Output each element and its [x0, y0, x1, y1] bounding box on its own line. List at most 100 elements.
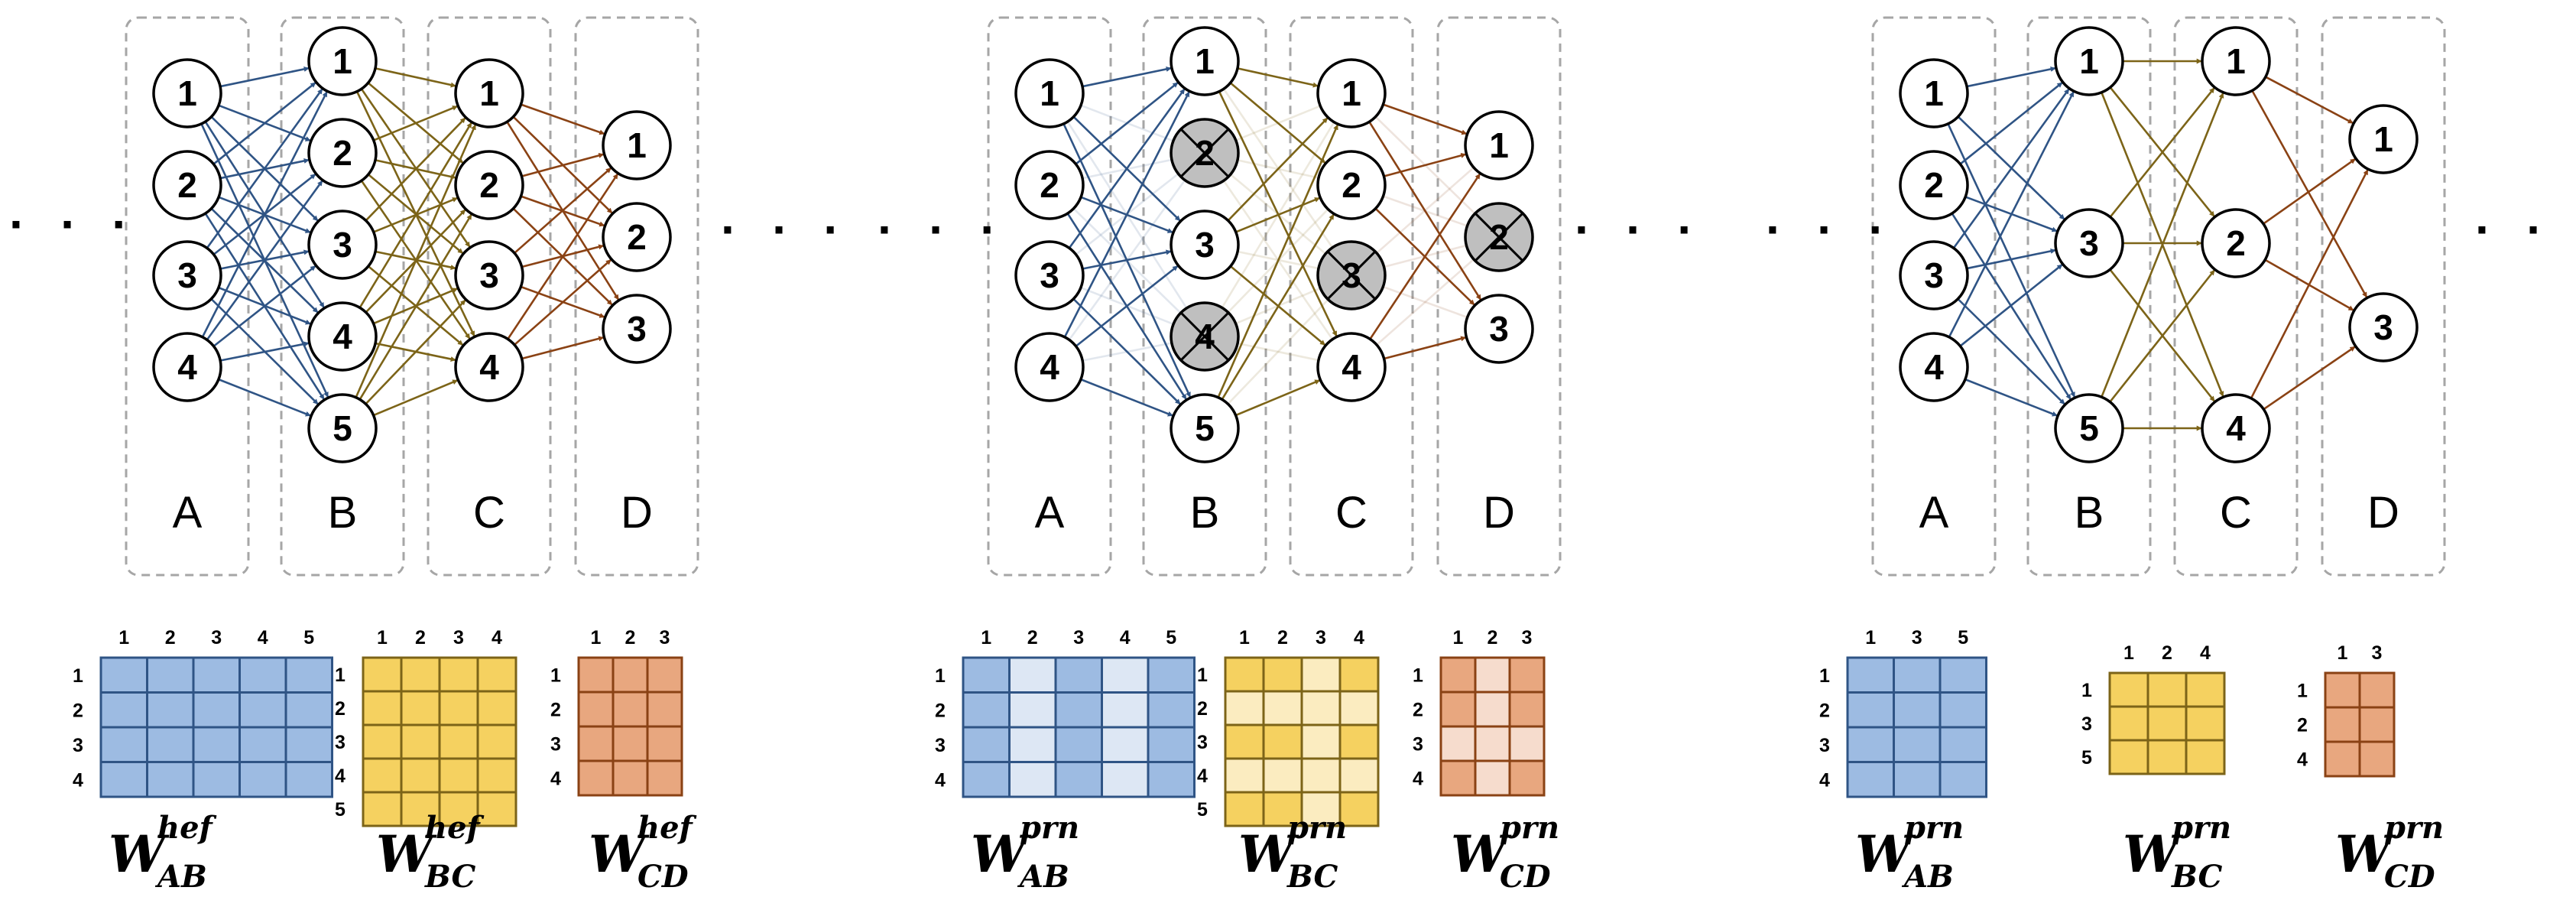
- matrix-label-sup: hef: [425, 810, 485, 846]
- matrix-col-label: 1: [377, 627, 388, 648]
- matrix-cell: [1147, 656, 1196, 694]
- matrix-label-sup: prn: [2172, 810, 2231, 846]
- matrix-cell: [99, 726, 148, 763]
- matrix-row-label: 3: [335, 732, 346, 753]
- matrix-cell: [2108, 739, 2149, 775]
- matrix-cell: [1300, 723, 1342, 760]
- matrix-cell: [612, 691, 649, 728]
- edge-cd: [1383, 195, 1467, 227]
- matrix-row-label: 5: [2081, 747, 2092, 769]
- edge-ab: [206, 88, 323, 249]
- layer-label-b: B: [2075, 488, 2104, 538]
- edge-bc: [1235, 379, 1321, 417]
- ellipsis: · · ·: [878, 202, 1007, 257]
- edge-ab: [219, 66, 310, 88]
- edge-bc: [1237, 342, 1319, 362]
- matrix-row-label: 3: [1197, 732, 1208, 753]
- edge-ab: [213, 82, 316, 165]
- matrix-cell: [1846, 691, 1895, 729]
- matrix-cell: [1474, 725, 1511, 762]
- node-d1: [2348, 104, 2419, 174]
- edge-ab: [1964, 378, 2058, 417]
- matrix-label-sup: prn: [1500, 810, 1559, 846]
- matrix-cell: [1262, 656, 1303, 693]
- node-c4-label: 4: [1342, 347, 1361, 387]
- edge-ab: [1068, 180, 1186, 341]
- layer-label-a: A: [173, 488, 203, 538]
- matrix-cell: [2185, 705, 2226, 742]
- edge-ab: [213, 265, 316, 347]
- ellipsis: · · ·: [721, 202, 851, 257]
- matrix-cell: [1846, 656, 1895, 694]
- matrix-label: W: [589, 824, 650, 884]
- matrix-cell: [362, 690, 403, 726]
- edge-cd: [521, 336, 605, 360]
- edge-bc: [375, 67, 456, 88]
- matrix-cell: [1439, 725, 1477, 762]
- edge-bc: [1218, 91, 1338, 337]
- node-c2-label: 2: [479, 165, 499, 205]
- matrix-cell: [99, 691, 148, 729]
- edge-ab: [1957, 297, 2065, 405]
- matrix-row-label: 1: [1197, 665, 1208, 686]
- node-b1-label: 1: [1195, 41, 1215, 81]
- matrix-col-label: 1: [1865, 627, 1876, 648]
- edge-ab: [1966, 248, 2056, 270]
- matrix-label-sup: hef: [157, 810, 217, 846]
- matrix-cell: [192, 761, 241, 798]
- matrix-row-label: 4: [73, 769, 83, 791]
- matrix-cell: [238, 726, 287, 763]
- node-b3: [307, 210, 378, 280]
- matrix-col-label: 4: [1120, 627, 1131, 648]
- matrix-row-label: 4: [335, 765, 346, 787]
- node-a2-label: 2: [177, 165, 197, 205]
- matrix-cell: [1846, 761, 1895, 798]
- matrix-col-label: 4: [1354, 627, 1364, 648]
- matrix-label-sub: BC: [2171, 859, 2223, 895]
- node-a2-label: 2: [1924, 165, 1944, 205]
- node-a4: [152, 332, 222, 402]
- edge-bc: [1237, 67, 1319, 88]
- edge-cd: [2263, 346, 2356, 411]
- matrix-label: W: [1855, 824, 1916, 884]
- matrix-cell: [2185, 739, 2226, 775]
- matrix-label-sub: CD: [2384, 859, 2435, 895]
- node-c4: [454, 332, 524, 402]
- node-c3: [454, 240, 524, 310]
- matrix-row-label: 5: [335, 799, 346, 821]
- matrix-cell: [2146, 705, 2188, 742]
- matrix-cell: [1474, 691, 1511, 728]
- pruned-cross-icon: [1179, 311, 1230, 362]
- matrix-col-label: 1: [2123, 642, 2134, 664]
- node-a1: [1899, 58, 1969, 128]
- node-c4-label: 4: [2226, 408, 2246, 448]
- matrix-cell: [1508, 725, 1546, 762]
- node-b3: [2054, 208, 2124, 278]
- matrix-cell: [2358, 671, 2396, 709]
- node-a1-label: 1: [1040, 73, 1059, 113]
- edge-ab: [1966, 66, 2056, 88]
- matrix-cell: [1508, 656, 1546, 694]
- edge-cd: [521, 103, 605, 135]
- node-a2: [152, 150, 222, 220]
- layer-label-b: B: [328, 488, 358, 538]
- matrix-cell: [476, 723, 517, 760]
- edge-bc: [1221, 213, 1335, 401]
- matrix-row-label: 4: [1413, 769, 1423, 790]
- matrix-cell: [1054, 691, 1103, 729]
- edge-ab: [1063, 91, 1190, 338]
- matrix-row-label: 4: [550, 769, 561, 790]
- layer-box-c: [427, 16, 552, 577]
- edge-ab: [1072, 297, 1181, 405]
- matrix-cell: [646, 656, 683, 694]
- matrix-cell: [2358, 706, 2396, 743]
- node-a1-label: 1: [177, 73, 197, 113]
- matrix-cell: [1262, 723, 1303, 760]
